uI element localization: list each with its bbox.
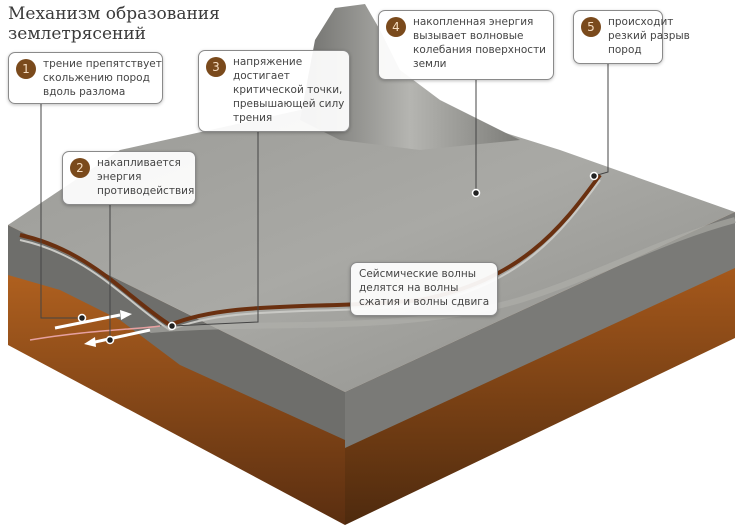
- callout-text: напряжение: [233, 56, 303, 68]
- step-badge: 5: [581, 17, 601, 37]
- callout-text: энергия: [97, 171, 142, 183]
- page-title: Механизм образования землетрясений: [8, 4, 268, 44]
- callout-5: 5 происходит резкий разрыв пород: [573, 10, 690, 64]
- note-text: делятся на волны: [359, 282, 459, 294]
- step-badge: 2: [70, 158, 90, 178]
- callout-text: превышающей силу: [233, 98, 345, 110]
- right-face-rock: [345, 212, 735, 448]
- callout-text: вдоль разлома: [43, 86, 126, 98]
- left-face-rock: [8, 225, 345, 440]
- callout-4: 4 накопленная энергия вызывает волновые …: [378, 10, 554, 80]
- callout-3: 3 напряжение достигает критической точки…: [198, 50, 350, 132]
- callout-text: накопленная энергия: [413, 16, 534, 28]
- callout-2: 2 накапливается энергия противодействия: [62, 151, 196, 205]
- callout-text: достигает: [233, 70, 290, 82]
- title-line: Механизм образования: [8, 4, 220, 24]
- seismic-waves-note: Сейсмические волны делятся на волны сжат…: [350, 262, 498, 316]
- callout-text: трения: [233, 112, 273, 124]
- callout-text: пород: [608, 44, 642, 56]
- callout-text: противодействия: [97, 185, 195, 197]
- step-badge: 1: [16, 59, 36, 79]
- title-line: землетрясений: [8, 24, 147, 44]
- callout-text: резкий разрыв: [608, 30, 690, 42]
- callout-text: земли: [413, 58, 447, 70]
- note-text: Сейсмические волны: [359, 268, 477, 280]
- callout-text: вызывает волновые: [413, 30, 524, 42]
- callout-1: 1 трение препятствует скольжению пород в…: [8, 52, 163, 104]
- callout-text: накапливается: [97, 157, 181, 169]
- callout-text: трение препятствует: [43, 58, 162, 70]
- note-text: сжатия и волны сдвига: [359, 296, 490, 308]
- step-badge: 4: [386, 17, 406, 37]
- callout-text: колебания поверхности: [413, 44, 547, 56]
- callout-text: скольжению пород: [43, 72, 150, 84]
- callout-text: происходит: [608, 16, 674, 28]
- callout-text: критической точки,: [233, 84, 343, 96]
- mountain: [300, 4, 520, 150]
- step-badge: 3: [206, 57, 226, 77]
